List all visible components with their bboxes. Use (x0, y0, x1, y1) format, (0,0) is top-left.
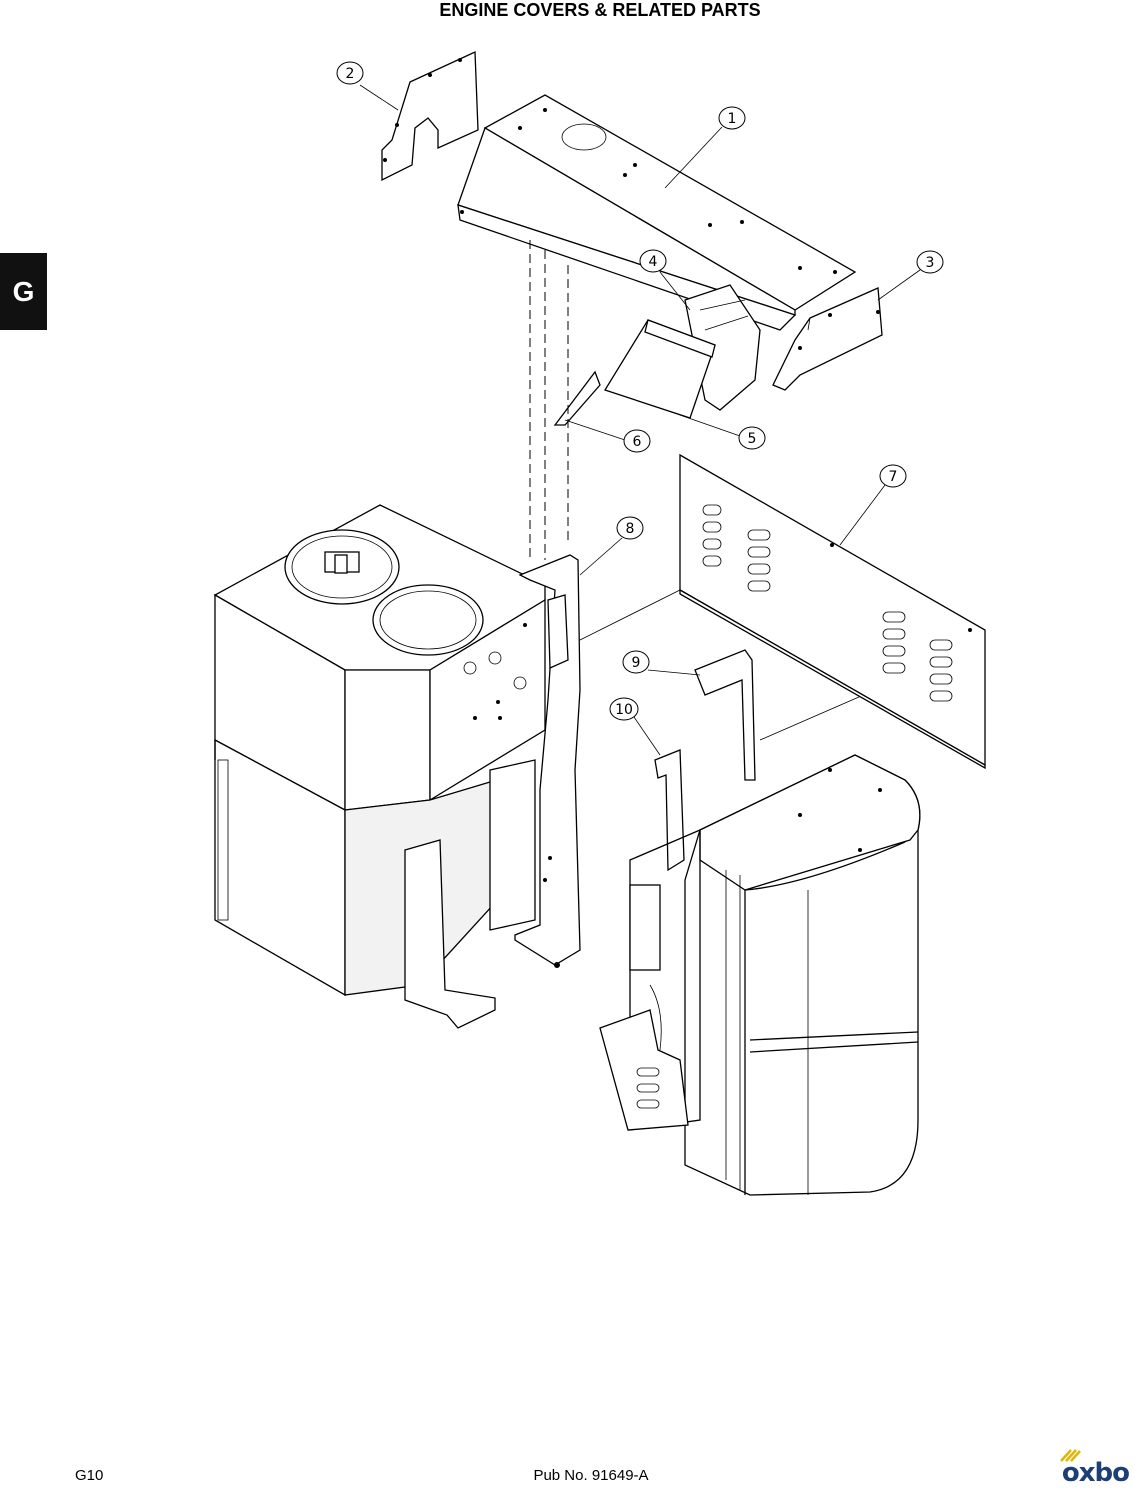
callout-6-label: 6 (633, 434, 642, 450)
part-7-louvered-panel (679, 453, 986, 770)
callout-10-label: 10 (615, 702, 633, 718)
part-8-support-post (514, 554, 581, 968)
callout-2-label: 2 (346, 66, 355, 82)
part-2-bracket (381, 51, 479, 182)
callout-5-label: 5 (748, 431, 757, 447)
part-3-bracket (772, 287, 883, 391)
section-tab: G (0, 253, 47, 330)
alignment-lines (529, 240, 876, 741)
callout-8 (616, 516, 644, 540)
callout-4 (639, 249, 667, 273)
callout-3 (916, 250, 944, 274)
radiator-housing (599, 754, 921, 1196)
callout-7 (879, 464, 907, 488)
callout-2 (336, 61, 364, 85)
callout-4-label: 4 (649, 254, 658, 270)
callout-9 (622, 650, 650, 674)
callout-balloons: 1 2 3 4 5 6 7 8 9 10 (336, 61, 944, 721)
logo-mark-icon (1060, 1449, 1081, 1462)
part-9-bracket (694, 649, 756, 781)
part-1-top-cover (457, 94, 857, 331)
callout-1 (718, 106, 746, 130)
callout-10 (609, 697, 639, 721)
page-number: G10 (75, 1467, 104, 1484)
part-6-angle (553, 370, 601, 426)
logo-wordmark: oxbo (1061, 1458, 1130, 1488)
leader-lines (359, 84, 921, 756)
callout-9-label: 9 (632, 655, 641, 671)
publication-number: Pub No. 91649-A (533, 1467, 649, 1484)
callout-5 (738, 426, 766, 450)
oxbo-logo: oxbo (1049, 1446, 1130, 1488)
callout-7-label: 7 (889, 469, 898, 485)
callout-6 (623, 429, 651, 453)
callout-1-label: 1 (728, 111, 737, 127)
page-title: ENGINE COVERS & RELATED PARTS (439, 0, 761, 20)
part-10-bracket (654, 749, 685, 872)
part-5-plate (604, 319, 716, 419)
callout-3-label: 3 (926, 255, 935, 271)
lower-bracket (404, 759, 536, 1029)
callout-8-label: 8 (626, 521, 635, 537)
